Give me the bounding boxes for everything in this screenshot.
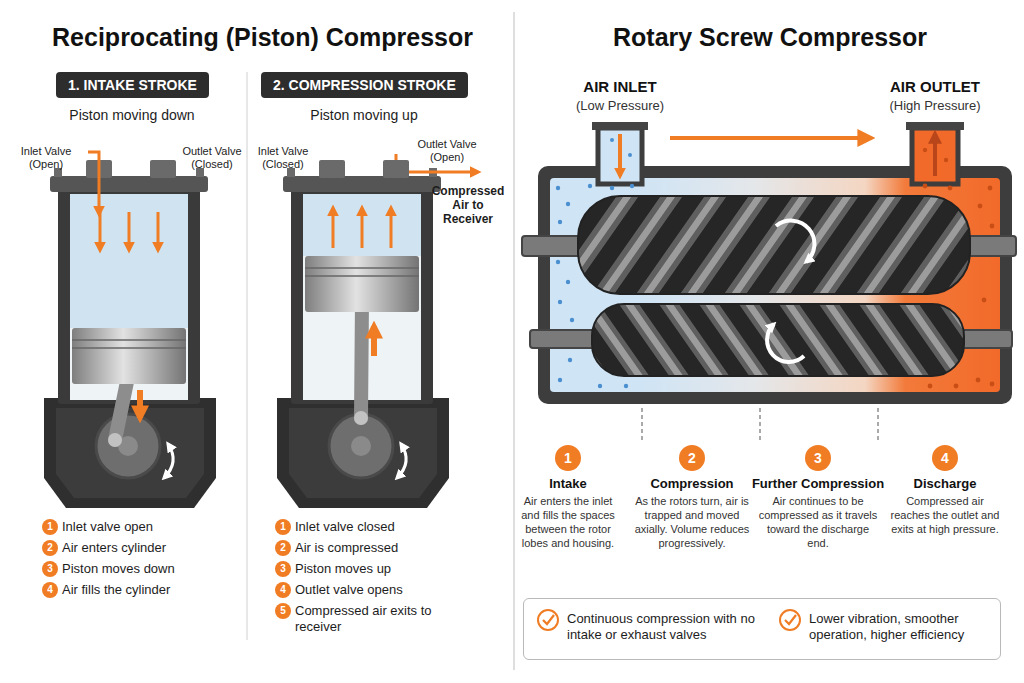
stroke-badge: 2. COMPRESSION STROKE	[261, 72, 468, 98]
step-text: Air enters cylinder	[62, 540, 242, 556]
step-text: Compressed air exits to receiver	[295, 603, 445, 635]
number-text: 3	[814, 450, 822, 466]
stroke-caption: Piston moving up	[272, 106, 456, 124]
badge-text: 2. COMPRESSION STROKE	[273, 77, 456, 93]
step-heading: Compression	[632, 476, 752, 492]
number-text: 2	[688, 450, 696, 466]
feature-text: Lower vibration, smoother operation, hig…	[809, 611, 994, 643]
step-heading: Discharge	[887, 476, 1003, 492]
step-heading: Further Compression	[746, 476, 890, 492]
valve-label: Outlet Valve (Open)	[412, 138, 482, 164]
valve-label: Inlet Valve (Open)	[10, 145, 82, 171]
number-text: 4	[941, 450, 949, 466]
port-label: AIR INLET	[560, 78, 680, 96]
panel-title: Reciprocating (Piston) Compressor	[40, 22, 485, 52]
feature-box: Continuous compression with no intake or…	[523, 598, 1001, 660]
number-text: 2	[280, 542, 286, 553]
number-text: 1	[280, 521, 286, 532]
step-text: Piston moves down	[62, 561, 242, 577]
number-text: 3	[280, 563, 286, 574]
step-text: Outlet valve opens	[295, 582, 495, 598]
stroke-caption: Piston moving down	[40, 106, 224, 124]
flow-label: Compressed Air to Receiver	[428, 184, 508, 226]
step-number: 1	[555, 445, 581, 471]
step-text: Inlet valve open	[62, 519, 242, 535]
callout-number: 1	[275, 519, 291, 535]
callout-number: 5	[275, 603, 291, 619]
step-description: Compressed air reaches the outlet and ex…	[887, 494, 1003, 536]
step-heading: Intake	[516, 476, 620, 492]
callout-number: 1	[42, 519, 58, 535]
step-description: Air enters the inlet and fills the space…	[516, 494, 620, 550]
step-text: Piston moves up	[295, 561, 495, 577]
number-text: 1	[564, 450, 572, 466]
port-sublabel: (High Pressure)	[875, 98, 995, 114]
callout-number: 3	[275, 561, 291, 577]
number-text: 1	[47, 521, 53, 532]
number-text: 4	[47, 584, 53, 595]
callout-number: 3	[42, 561, 58, 577]
number-text: 2	[47, 542, 53, 553]
stroke-badge: 1. INTAKE STROKE	[56, 72, 209, 98]
step-description: Air continues to be compressed as it tra…	[758, 494, 878, 550]
step-text: Air fills the cylinder	[62, 582, 242, 598]
number-text: 5	[280, 605, 286, 616]
badge-text: 1. INTAKE STROKE	[68, 77, 197, 93]
step-number: 3	[805, 445, 831, 471]
step-number: 4	[932, 445, 958, 471]
feature-text: Continuous compression with no intake or…	[567, 611, 775, 643]
panel-title: Rotary Screw Compressor	[540, 22, 1000, 52]
step-text: Inlet valve closed	[295, 519, 495, 535]
step-text: Air is compressed	[295, 540, 495, 556]
callout-number: 2	[275, 540, 291, 556]
step-description: As the rotors turn, air is trapped and m…	[632, 494, 752, 550]
callout-number: 4	[42, 582, 58, 598]
port-label: AIR OUTLET	[875, 78, 995, 96]
number-text: 3	[47, 563, 53, 574]
valve-label: Outlet Valve (Closed)	[177, 145, 247, 171]
callout-number: 2	[42, 540, 58, 556]
port-sublabel: (Low Pressure)	[560, 98, 680, 114]
number-text: 4	[280, 584, 286, 595]
callout-number: 4	[275, 582, 291, 598]
valve-label: Inlet Valve (Closed)	[250, 145, 316, 171]
step-number: 2	[679, 445, 705, 471]
